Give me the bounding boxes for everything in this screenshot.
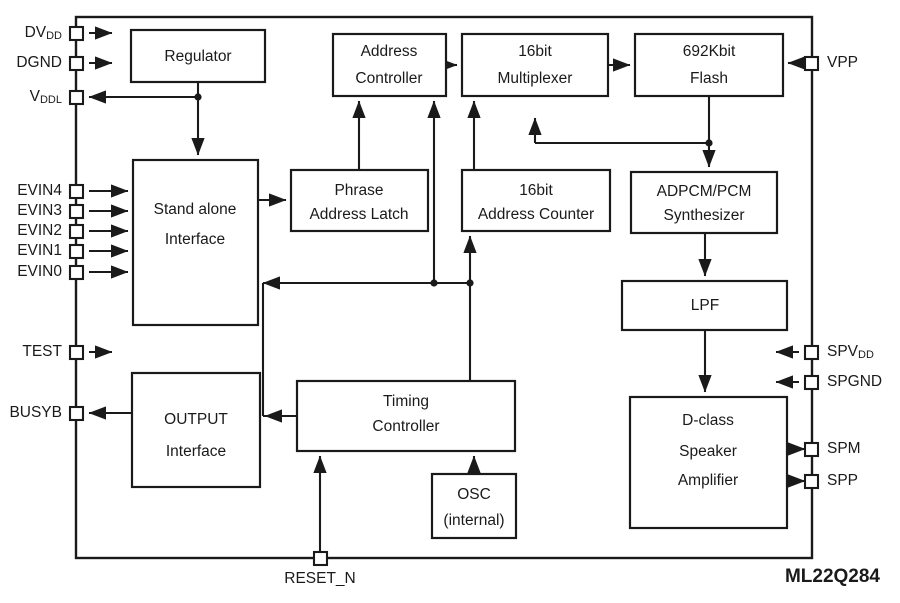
block-phrase-address-latch: Phrase Address Latch — [289, 168, 430, 233]
block-label-multiplexer-line2: Multiplexer — [498, 70, 573, 87]
block-label-flash-line2: Flash — [690, 70, 728, 87]
block-label-amp-line3: Amplifier — [678, 472, 738, 489]
block-label-output-line2: Interface — [166, 443, 226, 460]
block-label-amp-line2: Speaker — [679, 443, 737, 460]
pin-label-vpp: VPP — [827, 54, 858, 71]
block-label-flash-line1: 692Kbit — [683, 43, 736, 60]
pin-pad-busyb[interactable] — [68, 405, 85, 422]
pin-pad-evin0[interactable] — [68, 264, 85, 281]
block-label-address-controller-line2: Controller — [355, 70, 422, 87]
block-lpf: LPF — [620, 279, 789, 332]
pin-pad-evin2[interactable] — [68, 223, 85, 240]
pin-label-busyb: BUSYB — [9, 404, 62, 421]
block-label-regulator: Regulator — [164, 48, 231, 65]
block-stand-alone-interface: Stand alone Interface — [131, 158, 260, 327]
wires — [88, 26, 806, 552]
pins-bottom: RESET_N — [284, 550, 356, 587]
pin-pad-spvdd[interactable] — [803, 344, 820, 361]
block-label-output-line1: OUTPUT — [164, 411, 228, 428]
pin-label-test: TEST — [22, 343, 62, 360]
block-label-address-counter-line1: 16bit — [519, 182, 553, 199]
pin-label-evin0: EVIN0 — [17, 263, 62, 280]
block-label-timing-line2: Controller — [372, 418, 439, 435]
block-label-stand-alone-line1: Stand alone — [154, 201, 237, 218]
block-label-osc-line1: OSC — [457, 486, 491, 503]
blocks: Regulator Address Controller 16bit Multi… — [129, 28, 789, 540]
pin-label-spm: SPM — [827, 440, 861, 457]
pin-pad-dvdd[interactable] — [68, 25, 85, 42]
pin-pad-test[interactable] — [68, 344, 85, 361]
pin-pad-vpp[interactable] — [803, 55, 820, 72]
block-label-amp-line1: D-class — [682, 412, 734, 429]
pin-pad-evin4[interactable] — [68, 183, 85, 200]
pin-label-reset-n: RESET_N — [284, 570, 356, 587]
pin-pad-evin1[interactable] — [68, 243, 85, 260]
pin-pad-vddl[interactable] — [68, 89, 85, 106]
pin-label-dvdd: DVDD — [25, 24, 62, 42]
block-label-multiplexer-line1: 16bit — [518, 43, 552, 60]
block-label-stand-alone-line2: Interface — [165, 231, 225, 248]
part-number-label: ML22Q284 — [785, 566, 880, 587]
block-multiplexer: 16bit Multiplexer — [460, 32, 610, 98]
block-label-address-counter-line2: Address Counter — [478, 206, 594, 223]
block-regulator: Regulator — [129, 28, 267, 84]
junction-bus-addrctrl — [430, 279, 438, 287]
block-label-address-controller-line1: Address — [361, 43, 418, 60]
pin-pad-spp[interactable] — [803, 473, 820, 490]
pin-label-spp: SPP — [827, 472, 858, 489]
chip-boundary — [74, 15, 814, 560]
block-adpcm-pcm-synthesizer: ADPCM/PCM Synthesizer — [629, 170, 779, 235]
pin-pad-spgnd[interactable] — [803, 374, 820, 391]
block-osc: OSC (internal) — [430, 472, 518, 540]
block-label-timing-line1: Timing — [383, 393, 429, 410]
pin-label-spgnd: SPGND — [827, 373, 882, 390]
block-label-phrase-latch-line2: Address Latch — [309, 206, 408, 223]
pins-left: DVDD DGND VDDL EVIN4 EVIN3 EVIN2 EVIN1 E… — [9, 24, 85, 422]
block-label-adpcm-line2: Synthesizer — [664, 207, 745, 224]
block-flash: 692Kbit Flash — [633, 32, 785, 98]
block-label-phrase-latch-line1: Phrase — [334, 182, 383, 199]
block-address-counter: 16bit Address Counter — [460, 168, 612, 233]
block-label-lpf: LPF — [691, 297, 719, 314]
block-d-class-amplifier: D-class Speaker Amplifier — [628, 395, 789, 530]
pins-right: VPP SPVDD SPGND SPM SPP — [803, 54, 882, 490]
pin-pad-evin3[interactable] — [68, 203, 85, 220]
pin-pad-reset-n[interactable] — [312, 550, 329, 567]
pin-label-evin4: EVIN4 — [17, 182, 62, 199]
block-address-controller: Address Controller — [331, 32, 448, 98]
pin-label-evin1: EVIN1 — [17, 242, 62, 259]
pin-label-vddl: VDDL — [30, 88, 62, 106]
pin-label-spvdd: SPVDD — [827, 343, 874, 361]
pin-pad-dgnd[interactable] — [68, 55, 85, 72]
block-label-osc-line2: (internal) — [443, 512, 504, 529]
pin-label-evin3: EVIN3 — [17, 202, 62, 219]
pin-label-dgnd: DGND — [16, 54, 62, 71]
block-output-interface: OUTPUT Interface — [130, 371, 262, 489]
block-timing-controller: Timing Controller — [295, 379, 517, 453]
pin-label-evin2: EVIN2 — [17, 222, 62, 239]
pin-pad-spm[interactable] — [803, 441, 820, 458]
block-label-adpcm-line1: ADPCM/PCM — [657, 183, 752, 200]
